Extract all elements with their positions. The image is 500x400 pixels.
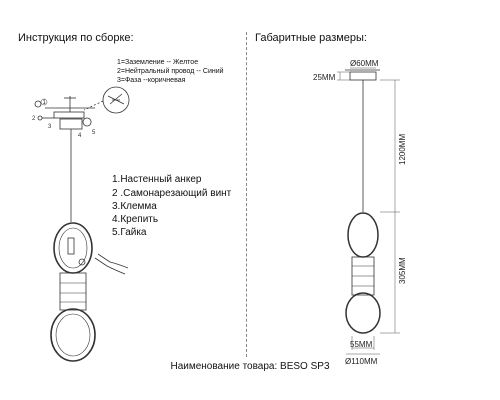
canopy-diameter-label: Ø60MM — [350, 59, 379, 68]
nut-icon — [82, 117, 92, 127]
wire-ground-label: 1=Заземление -- Желтое — [117, 59, 199, 66]
dimensions-title: Габаритные размеры: — [255, 32, 367, 44]
callout-1: 1 — [43, 100, 47, 106]
step-3-label: 3.Клемма — [112, 201, 157, 212]
cable-length-label: 1200MM — [398, 134, 407, 165]
canopy-icon — [59, 118, 83, 130]
step-2-label: 2 .Самонарезающий винт — [112, 188, 232, 199]
wire-phase-label: 3=Фаза --коричневая — [117, 77, 186, 84]
column-divider — [246, 32, 247, 357]
canopy-outline — [349, 71, 377, 81]
callout-5: 5 — [92, 130, 96, 136]
product-label: Наименование товара: BESO SP3 — [170, 361, 330, 372]
pliers-icon — [94, 253, 129, 275]
callout-2: 2 — [32, 116, 36, 122]
clamp-icon — [67, 237, 75, 255]
mounting-plate-icon — [53, 111, 85, 119]
assembly-title: Инструкция по сборке: — [18, 32, 134, 44]
wall-anchor-icon — [34, 100, 42, 108]
step-1-label: 1.Настенный анкер — [112, 174, 202, 185]
step-5-label: 5.Гайка — [112, 227, 147, 238]
body-height-label: 305MM — [398, 257, 407, 284]
canopy-height-label: 25MM — [313, 73, 336, 82]
wire-neutral-label: 2=Нейтральный провод -- Синий — [117, 68, 224, 75]
lower-ring — [50, 308, 96, 362]
lower-ring-right — [345, 292, 381, 334]
screw-icon — [37, 115, 43, 121]
neck-width-label: 55MM — [350, 340, 373, 349]
upper-ring-right — [347, 212, 379, 258]
callout-3: 3 — [48, 124, 52, 130]
dimension-drawing — [345, 69, 381, 334]
callout-4: 4 — [78, 133, 82, 139]
step-4-label: 4.Крепить — [112, 214, 159, 225]
ring-diameter-label: Ø110MM — [345, 357, 378, 366]
terminal-magnifier-icon — [102, 86, 130, 114]
assembly-drawing — [34, 86, 130, 362]
neck — [59, 272, 87, 311]
